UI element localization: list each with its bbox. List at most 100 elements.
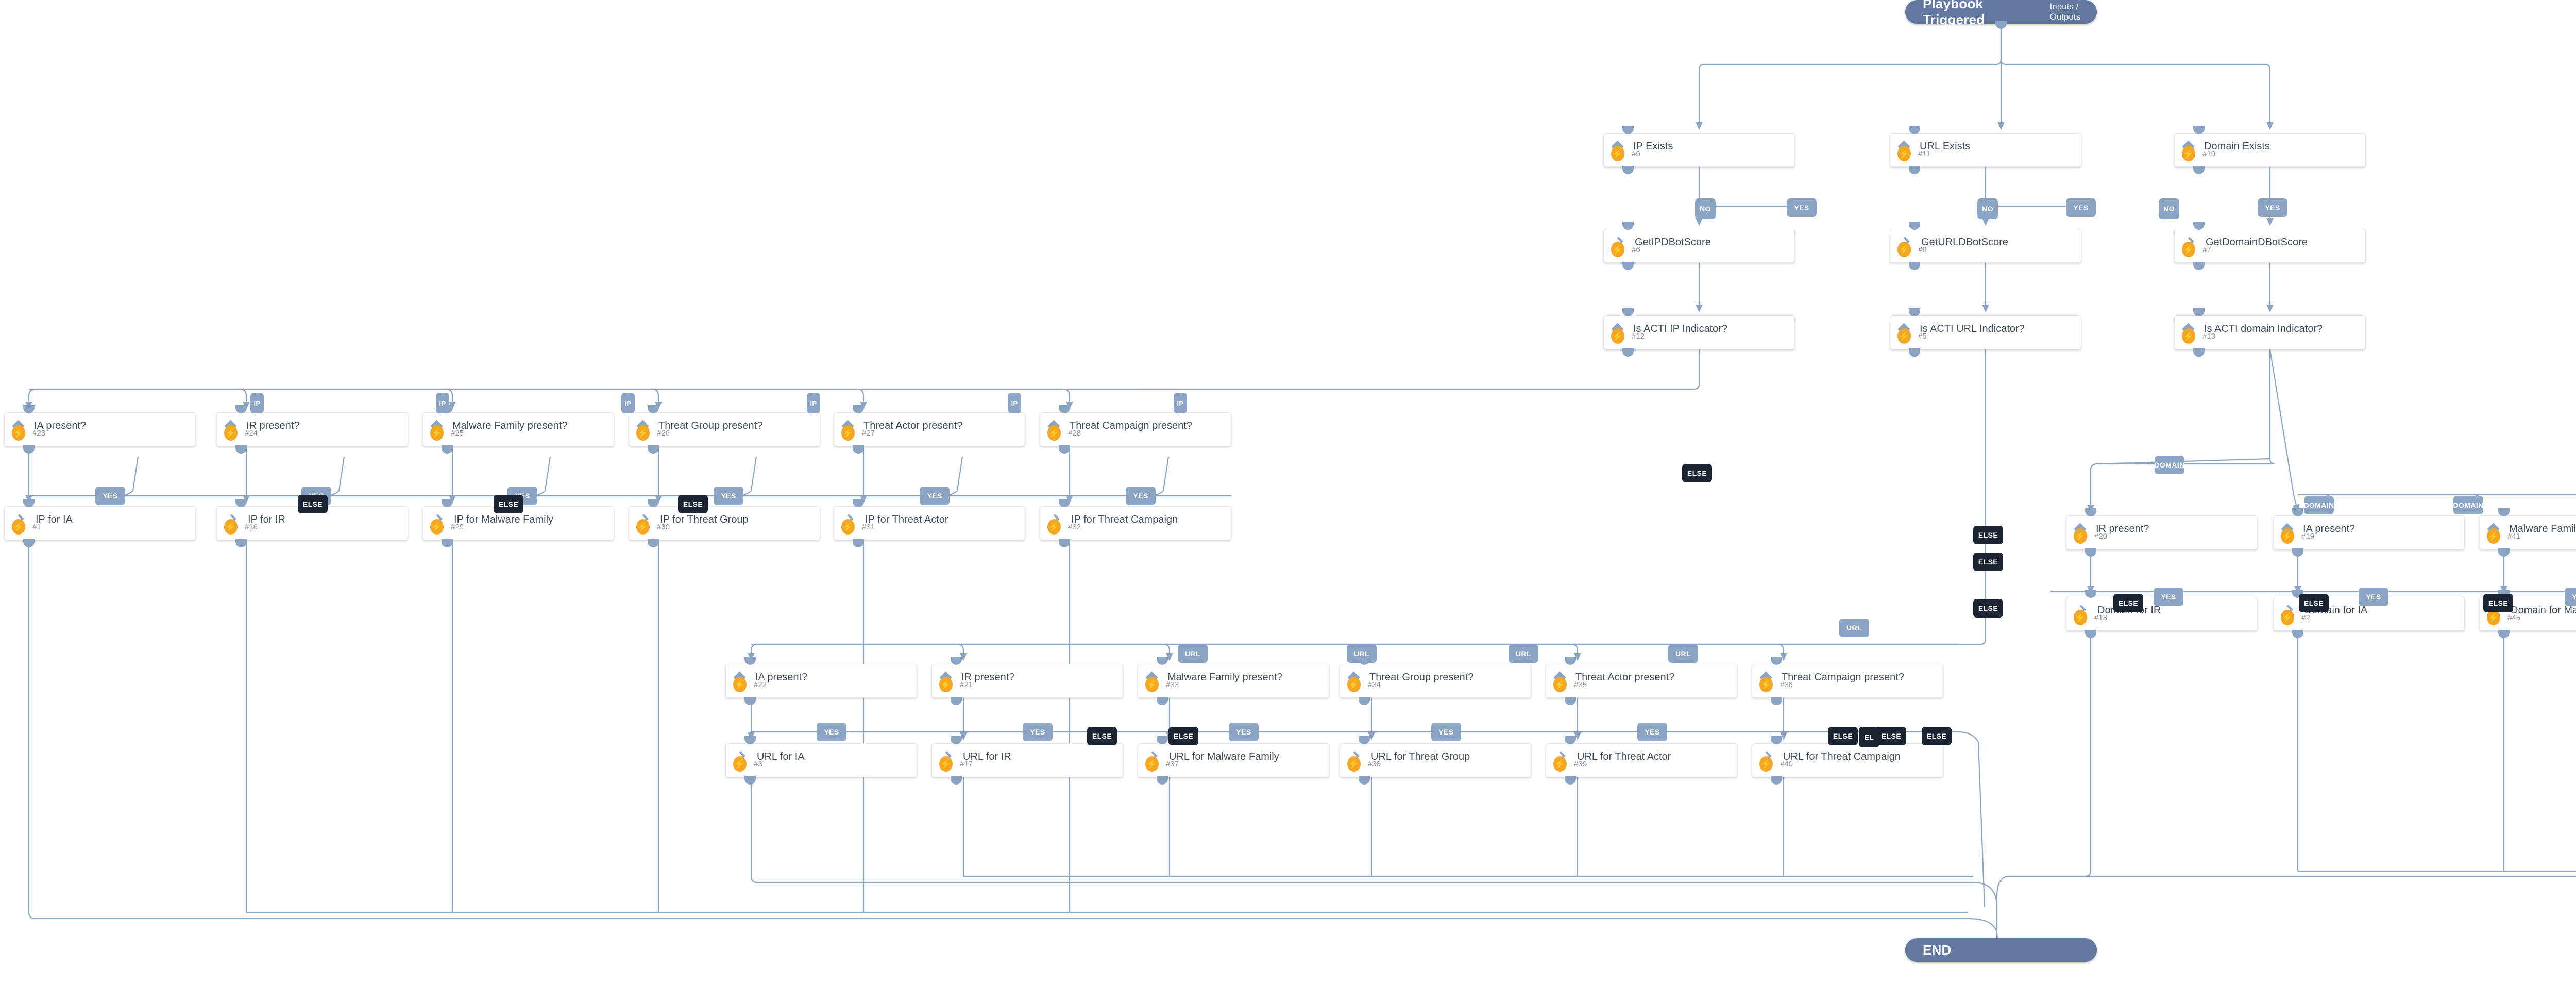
edge-label: URL [1178,644,1208,663]
task-node[interactable]: Malware Family present?⚡#41 [2479,515,2576,549]
task-node-inport [1157,736,1168,744]
task-node[interactable]: Threat Actor present?⚡#27 [834,412,1025,446]
task-node[interactable]: Is ACTI URL Indicator?⚡#5 [1890,315,2081,349]
task-node-number: #11 [1918,149,1930,158]
task-node[interactable]: IP for Threat Campaign⚡#32 [1040,506,1231,540]
automation-bolt-icon: ⚡ [1145,756,1159,772]
task-node[interactable]: URL for Threat Group⚡#38 [1340,743,1531,777]
task-node[interactable]: IP for IA⚡#1 [4,506,196,540]
task-node[interactable]: Malware Family present?⚡#33 [1138,664,1329,698]
task-node-number: #1 [32,522,41,531]
task-node[interactable]: IA present?⚡#22 [725,664,917,698]
task-node-title: URL for Malware Family [1169,751,1279,762]
task-node[interactable]: Is ACTI IP Indicator?⚡#12 [1603,315,1795,349]
task-node[interactable]: Domain Exists⚡#10 [2174,133,2366,167]
task-node[interactable]: Threat Group present?⚡#34 [1340,664,1531,698]
task-node[interactable]: IP for Threat Group⚡#30 [629,506,820,540]
task-node-outport [951,697,962,705]
task-node[interactable]: URL for IR⚡#17 [931,743,1123,777]
edge-label: ELSE [1973,599,2003,618]
task-node[interactable]: URL for Threat Campaign⚡#40 [1752,743,1943,777]
task-node-header: Threat Group present? [629,413,820,432]
task-node-inport [1909,126,1920,134]
task-node-title: URL for Threat Actor [1577,751,1671,762]
task-node-outport [1771,776,1782,785]
task-node-inport [235,499,247,507]
task-node-header: URL for IR [932,744,1123,763]
start-node[interactable]: Playbook Triggered Inputs / Outputs [1905,0,2097,27]
task-node-title: IR present? [246,420,300,431]
task-node[interactable]: IR present?⚡#21 [931,664,1123,698]
task-node-outport [2292,548,2303,557]
task-node[interactable]: IR present?⚡#20 [2066,515,2258,549]
task-node[interactable]: URL for Malware Family⚡#37 [1138,743,1329,777]
task-node-footer: ⚡#39 [1546,756,1587,777]
task-node[interactable]: URL Exists⚡#11 [1890,133,2081,167]
edge-label: YES [714,487,743,505]
task-node-inport [1909,222,1920,230]
task-node-inport [2193,308,2205,316]
task-node-footer: ⚡#40 [1752,756,1793,777]
edge-label: IP [1174,393,1187,413]
task-node-footer: ⚡#29 [423,519,464,540]
task-node[interactable]: Malware Family present?⚡#25 [422,412,614,446]
task-node-title: Is ACTI URL Indicator? [1920,323,2025,335]
task-node-outport [1059,445,1070,454]
automation-bolt-icon: ⚡ [1611,328,1624,344]
task-node[interactable]: Threat Campaign present?⚡#28 [1040,412,1231,446]
task-node-footer: ⚡#33 [1138,677,1179,697]
task-node-footer: ⚡#23 [5,425,45,446]
task-node[interactable]: IP for Malware Family⚡#29 [422,506,614,540]
task-node-header: Is ACTI domain Indicator? [2175,316,2365,336]
task-node-header: URL for Threat Campaign [1752,744,1943,763]
task-node-number: #32 [1068,522,1081,531]
automation-bolt-icon: ⚡ [12,425,25,441]
task-node-inport [951,736,962,744]
task-node-header: GetURLDBotScore [1890,229,2081,248]
task-node-footer: ⚡#9 [1604,146,1640,166]
task-node[interactable]: GetDomainDBotScore⚡#7 [2174,229,2366,263]
start-node-io-label: Inputs / Outputs [2049,2,2081,22]
task-node-header: IP for Threat Actor [834,507,1025,526]
automation-bolt-icon: ⚡ [2182,242,2195,257]
task-node-footer: ⚡#18 [2066,610,2107,630]
task-node[interactable]: Threat Campaign present?⚡#36 [1752,664,1943,698]
task-node[interactable]: GetURLDBotScore⚡#8 [1890,229,2081,263]
task-node-header: Malware Family present? [2480,516,2576,536]
task-node-footer: ⚡#24 [217,425,258,446]
automation-bolt-icon: ⚡ [430,519,444,535]
edge-label: ELSE [1682,464,1712,482]
edge-label: YES [2258,198,2287,217]
task-node[interactable]: IA present?⚡#19 [2273,515,2465,549]
task-node-number: #22 [754,680,767,689]
task-node[interactable]: IA present?⚡#23 [4,412,196,446]
task-node[interactable]: URL for Threat Actor⚡#39 [1546,743,1737,777]
task-node-footer: ⚡#31 [834,519,875,540]
task-node-title: URL for IR [963,751,1011,762]
task-node-header: IA present? [5,413,195,432]
edge-label: ELSE [1922,727,1952,745]
automation-bolt-icon: ⚡ [1759,756,1773,772]
task-node[interactable]: URL for IA⚡#3 [725,743,917,777]
task-node[interactable]: GetIPDBotScore⚡#6 [1603,229,1795,263]
task-node-header: IR present? [932,664,1123,684]
task-node-number: #9 [1632,149,1640,158]
task-node[interactable]: Threat Actor present?⚡#35 [1546,664,1737,698]
task-node-inport [744,657,756,665]
end-node[interactable]: END [1905,938,2097,962]
task-node-title: Is ACTI IP Indicator? [1633,323,1728,335]
task-node-header: IP for IR [217,507,408,526]
task-node-header: URL for Threat Group [1340,744,1531,763]
task-node[interactable]: IP Exists⚡#9 [1603,133,1795,167]
task-node[interactable]: Threat Group present?⚡#26 [629,412,820,446]
automation-bolt-icon: ⚡ [733,677,747,692]
task-node[interactable]: Is ACTI domain Indicator?⚡#13 [2174,315,2366,349]
task-node-number: #16 [245,522,258,531]
task-node[interactable]: IR present?⚡#24 [216,412,408,446]
edge-label: IP [807,393,820,413]
task-node-title: IP for Malware Family [454,514,554,525]
task-node[interactable]: IP for Threat Actor⚡#31 [834,506,1025,540]
edge-label: YES [1787,198,1817,217]
task-node-outport [235,445,247,454]
